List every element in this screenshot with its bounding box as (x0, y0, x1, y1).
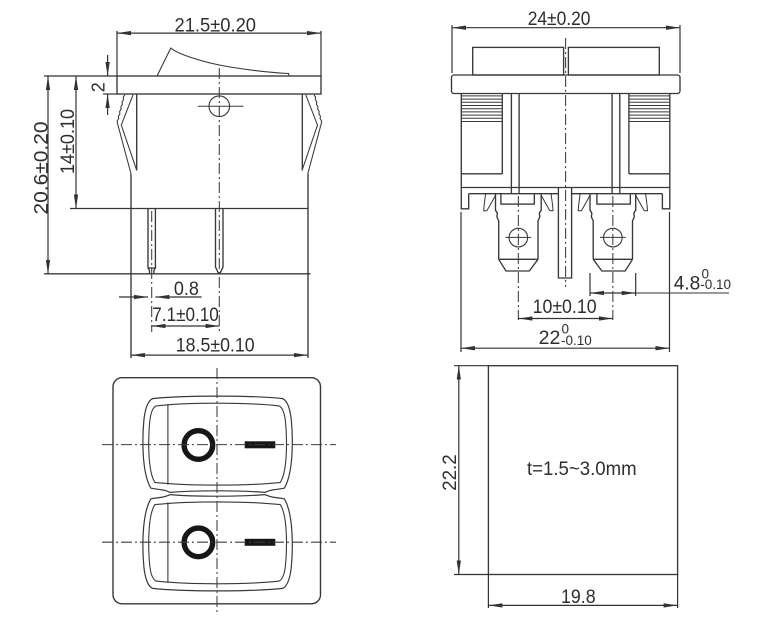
svg-text:2: 2 (88, 82, 108, 92)
svg-text:21.5±0.20: 21.5±0.20 (175, 15, 257, 37)
svg-text:7.1±0.10: 7.1±0.10 (152, 304, 219, 326)
svg-text:24±0.20: 24±0.20 (528, 8, 591, 30)
svg-text:-0.10: -0.10 (700, 277, 731, 292)
svg-text:-0.10: -0.10 (561, 333, 592, 348)
svg-text:20.6±0.20: 20.6±0.20 (31, 121, 53, 214)
svg-text:0: 0 (702, 267, 710, 282)
svg-text:18.5±0.10: 18.5±0.10 (176, 335, 255, 357)
svg-text:t=1.5~3.0mm: t=1.5~3.0mm (527, 458, 637, 480)
svg-text:19.8: 19.8 (561, 586, 596, 608)
svg-text:0: 0 (562, 322, 570, 337)
svg-text:22: 22 (539, 327, 561, 349)
svg-text:0.8: 0.8 (174, 278, 199, 300)
svg-text:22.2: 22.2 (439, 454, 461, 491)
svg-text:14±0.10: 14±0.10 (57, 109, 79, 174)
svg-text:10±0.10: 10±0.10 (533, 296, 597, 318)
svg-text:4.8: 4.8 (674, 272, 701, 294)
